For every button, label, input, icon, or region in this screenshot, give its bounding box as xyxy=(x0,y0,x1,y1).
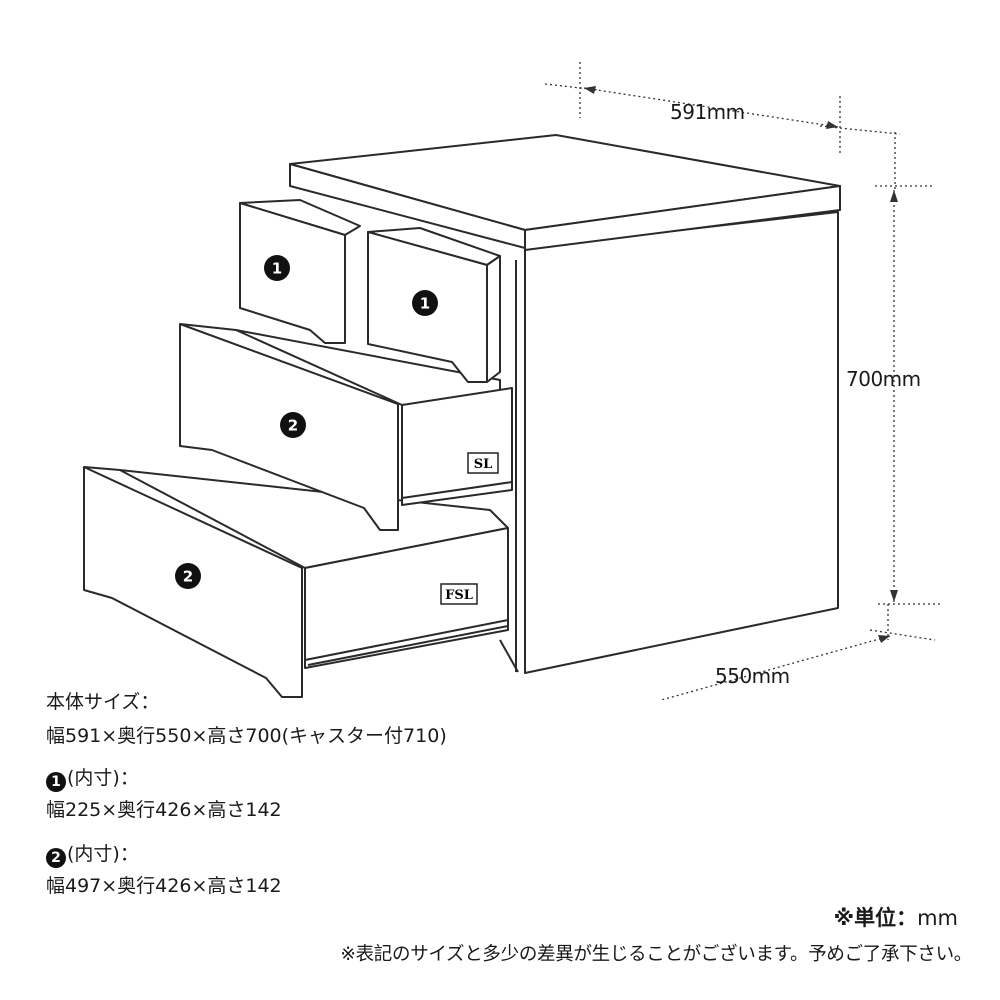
disclaimer-note: ※表記のサイズと多少の差異が生じることがございます。予めご了承下さい。 xyxy=(340,944,972,965)
drawer-marker-2-middle xyxy=(280,412,306,438)
depth-dimension-line xyxy=(659,635,891,700)
top-left-drawer-front xyxy=(239,202,346,344)
drawer-marker-1-right xyxy=(412,290,438,316)
sl-badge-label: SL xyxy=(474,457,493,472)
width-dimension-label: 591mm xyxy=(670,100,745,124)
unit-value: mm xyxy=(917,906,958,930)
unit-label: ※単位： xyxy=(833,906,918,930)
height-dimension-label: 700mm xyxy=(846,367,921,391)
drawer-marker-2-bottom-label: 2 xyxy=(183,568,193,586)
sl-badge xyxy=(467,452,499,474)
cabinet-side-panel xyxy=(524,211,839,674)
drawer1-inner-value: 幅225×奥行426×高さ142 xyxy=(46,799,282,821)
fsl-badge-label: FSL xyxy=(445,588,473,603)
drawer-marker-2-bottom xyxy=(175,563,201,589)
depth-dimension-label: 550mm xyxy=(715,664,790,688)
drawer-marker-2-middle-label: 2 xyxy=(288,417,298,435)
drawer-marker-1-left-label: 1 xyxy=(272,260,282,278)
unit-note: ※単位：mm xyxy=(834,902,958,932)
drawer2-inner-value: 幅497×奥行426×高さ142 xyxy=(46,875,282,897)
cabinet-diagram: 1 1 2 2 SL FSL xyxy=(83,62,940,700)
drawer2-marker: 2 xyxy=(46,848,66,868)
drawer-marker-1-left xyxy=(264,255,290,281)
fsl-badge xyxy=(440,583,478,605)
drawer1-inner-title: 1(内寸)： xyxy=(46,764,139,792)
drawer2-title-text: (内寸)： xyxy=(67,843,139,865)
drawer-marker-1-right-label: 1 xyxy=(420,295,430,313)
drawer2-inner-title: 2(内寸)： xyxy=(46,840,139,868)
body-size-value: 幅591×奥行550×高さ700(キャスター付710) xyxy=(46,725,447,747)
body-size-title: 本体サイズ： xyxy=(46,691,160,713)
drawer1-marker: 1 xyxy=(46,772,66,792)
drawer1-title-text: (内寸)： xyxy=(67,767,139,789)
